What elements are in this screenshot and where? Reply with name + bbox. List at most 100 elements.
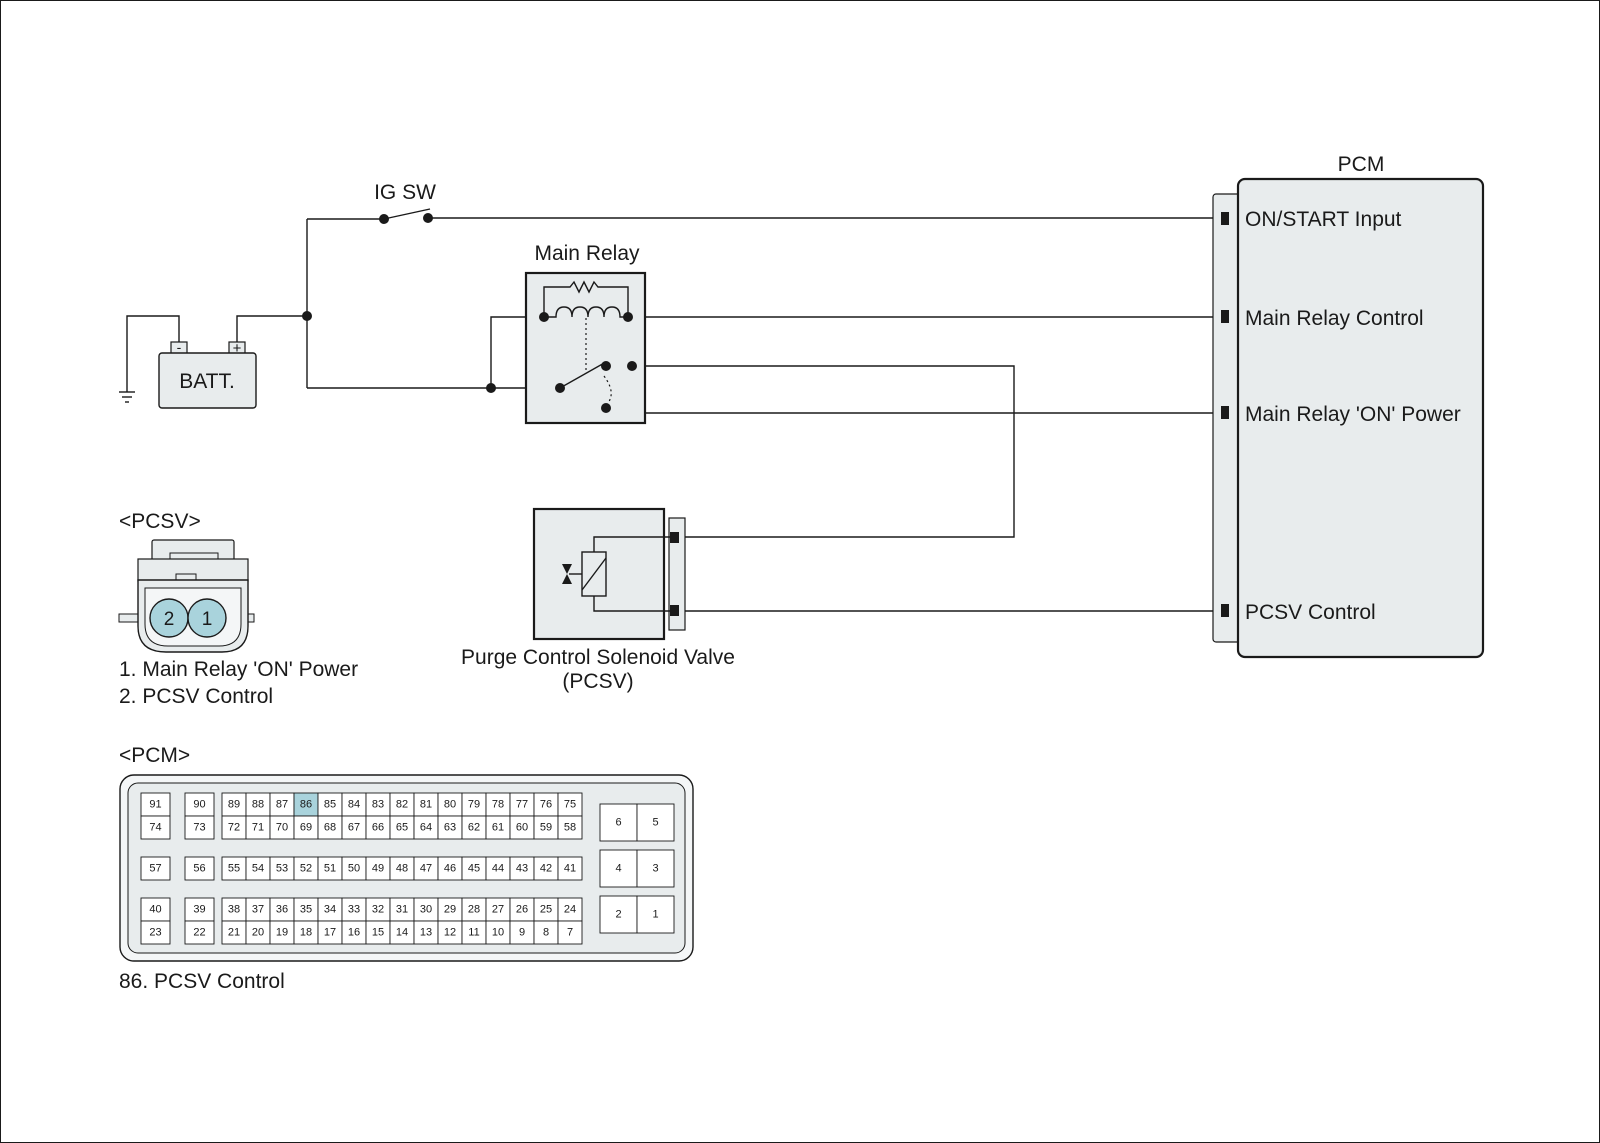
ignition-switch: IG SW [374,181,436,224]
pcm-pin-number: 5 [652,817,658,829]
pcm-pin-number: 87 [276,799,288,811]
pcm-pin-number: 63 [444,822,456,834]
pcm-pin-number: 67 [348,822,360,834]
pcm-pin-number: 3 [652,863,658,875]
pcm-pin-number: 11 [468,927,479,939]
pcm-pin-relay-on-power: Main Relay 'ON' Power [1245,403,1461,426]
pcm-pin-number: 19 [276,927,288,939]
pcm-pin-cell [636,849,675,888]
pcm-pin-number: 46 [444,863,456,875]
pcm-pin-number: 76 [540,799,552,811]
pcm-pin-number: 26 [516,904,528,916]
pcm-pin-number: 40 [149,904,161,916]
pcm-pin-number: 73 [193,822,205,834]
pcm-pin-cell [140,856,171,881]
pcm-pin-cell [557,856,583,881]
pcm-pin-number: 55 [228,863,240,875]
pcm-pin-number: 84 [348,799,360,811]
pcm-pin-cell [184,856,215,881]
pcm-pin-number: 9 [519,927,525,939]
pcm-pin-number: 24 [564,904,576,916]
pcm-pin-cell [140,815,171,840]
pcm-pin-relay-control: Main Relay Control [1245,307,1424,330]
pcsv-legend-1: 1. Main Relay 'ON' Power [119,658,358,681]
pcm-pin-number: 53 [276,863,288,875]
pcm-pin-number: 42 [540,863,552,875]
pcm-pin-number: 49 [372,863,384,875]
pcm-pin-number: 86 [300,799,312,811]
pcm-pin-number: 4 [615,863,621,875]
pcm-pin-cell [636,803,675,842]
pcm-pin-number: 85 [324,799,336,811]
pcm-pin-number: 68 [324,822,336,834]
pcm-pin-cell [557,920,583,945]
pcm-pin-number: 28 [468,904,480,916]
pcsv-valve: Purge Control Solenoid Valve (PCSV) [461,507,735,693]
pcm-pin-number: 43 [516,863,528,875]
pcm-pin-number: 91 [149,799,161,811]
pcm-pin-number: 56 [193,863,205,875]
pcm-pin-cell [184,920,215,945]
pcm-pin-number: 65 [396,822,408,834]
pcm-pin-number: 90 [193,799,205,811]
pcsv-connector: <PCSV> 2 1 1. Main Relay 'ON' Power 2. P… [118,510,358,708]
pcm-pin-number: 32 [372,904,384,916]
pcm-pin-number: 31 [396,904,408,916]
pcsv-pin-1 [187,598,227,638]
pcm-pin-number: 23 [149,927,161,939]
pcsv-pin-label-2: 2 [164,609,175,630]
pcm-pin-cell [599,895,638,934]
pcm-pin-cell [184,815,215,840]
pcm-pin-number: 82 [396,799,408,811]
pcm-pin-cell [636,895,675,934]
pcm-pin-number: 74 [149,822,161,834]
junction-dot [486,383,496,393]
pcm-pin-number: 71 [252,822,264,834]
pcm-pin-number: 62 [468,822,480,834]
pcsv-valve-label-line2: (PCSV) [562,670,633,693]
pcm-pin-number: 58 [564,822,576,834]
pcm-pin-number: 25 [540,904,552,916]
battery-label: BATT. [179,370,235,393]
pcm-connector-legend: 86. PCSV Control [119,970,285,993]
pcm-pin-number: 1 [652,909,658,921]
pcm-pin-number: 45 [468,863,480,875]
pcm-pin-number: 70 [276,822,288,834]
pcsv-connector-title: <PCSV> [119,510,201,533]
pcm-pin-number: 17 [324,927,336,939]
pcm-pin-number: 77 [516,799,528,811]
pcm-pin-number: 61 [492,822,504,834]
pcm-pin-number: 54 [252,863,264,875]
pcm-pin-number: 37 [252,904,264,916]
pcm-pin-number: 41 [564,863,576,875]
pcm-pin-cell [599,803,638,842]
pcm-pin-number: 15 [372,927,384,939]
pcm-pin-number: 27 [492,904,504,916]
pcm-pin-number: 34 [324,904,336,916]
pcm-pin-number: 20 [252,927,264,939]
pcm-pin-number: 12 [444,927,456,939]
pcm-pin-number: 48 [396,863,408,875]
pcm-pin-number: 79 [468,799,480,811]
pcsv-valve-label-line1: Purge Control Solenoid Valve [461,646,735,669]
pcm-pin-number: 7 [567,927,573,939]
battery-pos-label: + [233,340,242,357]
pcm-pin-number: 30 [420,904,432,916]
pcm-pin-number: 13 [420,927,432,939]
pcm-pin-number: 69 [300,822,312,834]
pcm-pin-pcsv-control: PCSV Control [1245,601,1376,624]
pcm-pin-on-start: ON/START Input [1245,208,1402,231]
pcm-pin-number: 51 [324,863,336,875]
pcm-pin-number: 52 [300,863,312,875]
junction-dot [302,311,312,321]
pcm-pin-number: 2 [615,909,621,921]
pcm-pin-number: 57 [149,863,161,875]
pcm-pin-number: 83 [372,799,384,811]
pcm-module: PCM ON/START Input Main Relay Control Ma… [1212,153,1485,659]
pcm-pin-number: 80 [444,799,456,811]
pcm-pin-number: 29 [444,904,456,916]
pcm-pin-number: 6 [615,817,621,829]
